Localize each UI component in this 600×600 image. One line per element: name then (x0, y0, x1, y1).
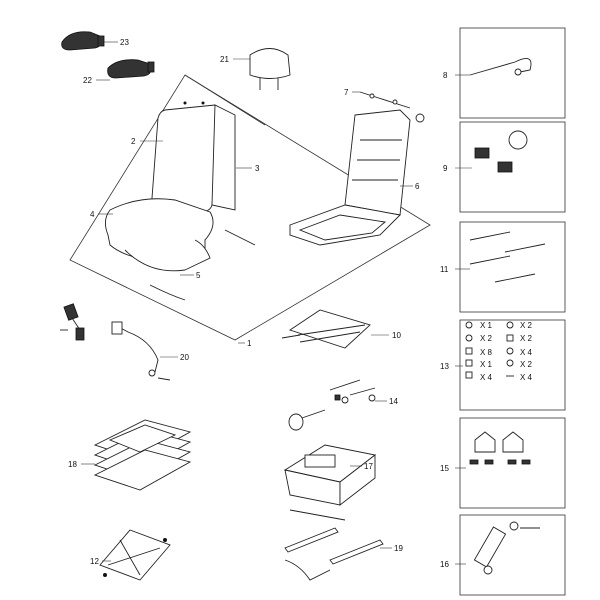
label-2: 2 (131, 137, 136, 146)
label-11: 11 (440, 265, 449, 274)
label-19: 19 (394, 544, 403, 553)
qty-l4: X 1 (480, 360, 493, 369)
adjustment-knob (288, 409, 326, 431)
shock-absorber (473, 521, 540, 575)
label-13: 13 (440, 362, 449, 371)
label-1: 1 (247, 339, 252, 348)
label-14: 14 (389, 397, 398, 406)
cushion-rod (149, 284, 186, 301)
qty-r4: X 2 (520, 360, 533, 369)
qty-r2: X 2 (520, 334, 533, 343)
kit-box-8 (459, 27, 566, 119)
label-4: 4 (90, 210, 95, 219)
kit-box-9 (459, 121, 566, 213)
bracket-kit (469, 431, 531, 465)
headrest (249, 48, 291, 90)
label-20: 20 (180, 353, 189, 362)
cushion-pan (124, 239, 211, 272)
cable-7 (359, 91, 425, 123)
armrest-23 (61, 31, 105, 51)
knob-kit (474, 130, 528, 173)
spring-set (469, 231, 546, 283)
qty-l2: X 2 (480, 334, 493, 343)
seat-assembly-frame (69, 74, 431, 341)
seat-frame (289, 109, 411, 246)
qty-l3: X 8 (480, 348, 493, 357)
kit-box-13 (459, 319, 566, 411)
kit-box-15 (459, 417, 566, 509)
qty-l5: X 4 (480, 373, 493, 382)
label-10: 10 (392, 331, 401, 340)
qty-l1: X 1 (480, 321, 493, 330)
bellows (93, 419, 192, 491)
qty-r5: X 4 (520, 373, 533, 382)
label-23: 23 (120, 38, 129, 47)
label-22: 22 (83, 76, 92, 85)
label-5: 5 (196, 271, 201, 280)
label-9: 9 (443, 164, 448, 173)
label-8: 8 (443, 71, 448, 80)
label-6: 6 (415, 182, 420, 191)
seat-belt (60, 303, 171, 381)
leader-lines (81, 41, 472, 565)
kit-box-11 (459, 221, 566, 313)
hardware-icons (465, 321, 514, 379)
label-15: 15 (440, 464, 449, 473)
label-12: 12 (90, 557, 99, 566)
frame-inner-edge (184, 74, 266, 126)
cable-assembly (469, 57, 532, 76)
label-3: 3 (255, 164, 260, 173)
armrest-22 (107, 59, 155, 79)
label-17: 17 (364, 462, 373, 471)
kit-box-16 (459, 514, 566, 596)
backrest-cushion (151, 101, 236, 213)
spring-kit-14 (329, 379, 376, 404)
qty-r1: X 2 (520, 321, 533, 330)
slide-rails (281, 309, 371, 349)
label-16: 16 (440, 560, 449, 569)
suspension-unit (283, 444, 377, 521)
label-7: 7 (344, 88, 349, 97)
qty-r3: X 4 (520, 348, 533, 357)
scissor-frame (99, 529, 171, 581)
backrest-strap (224, 229, 256, 246)
label-21: 21 (220, 55, 229, 64)
slide-rails-19 (284, 527, 384, 581)
label-18: 18 (68, 460, 77, 469)
